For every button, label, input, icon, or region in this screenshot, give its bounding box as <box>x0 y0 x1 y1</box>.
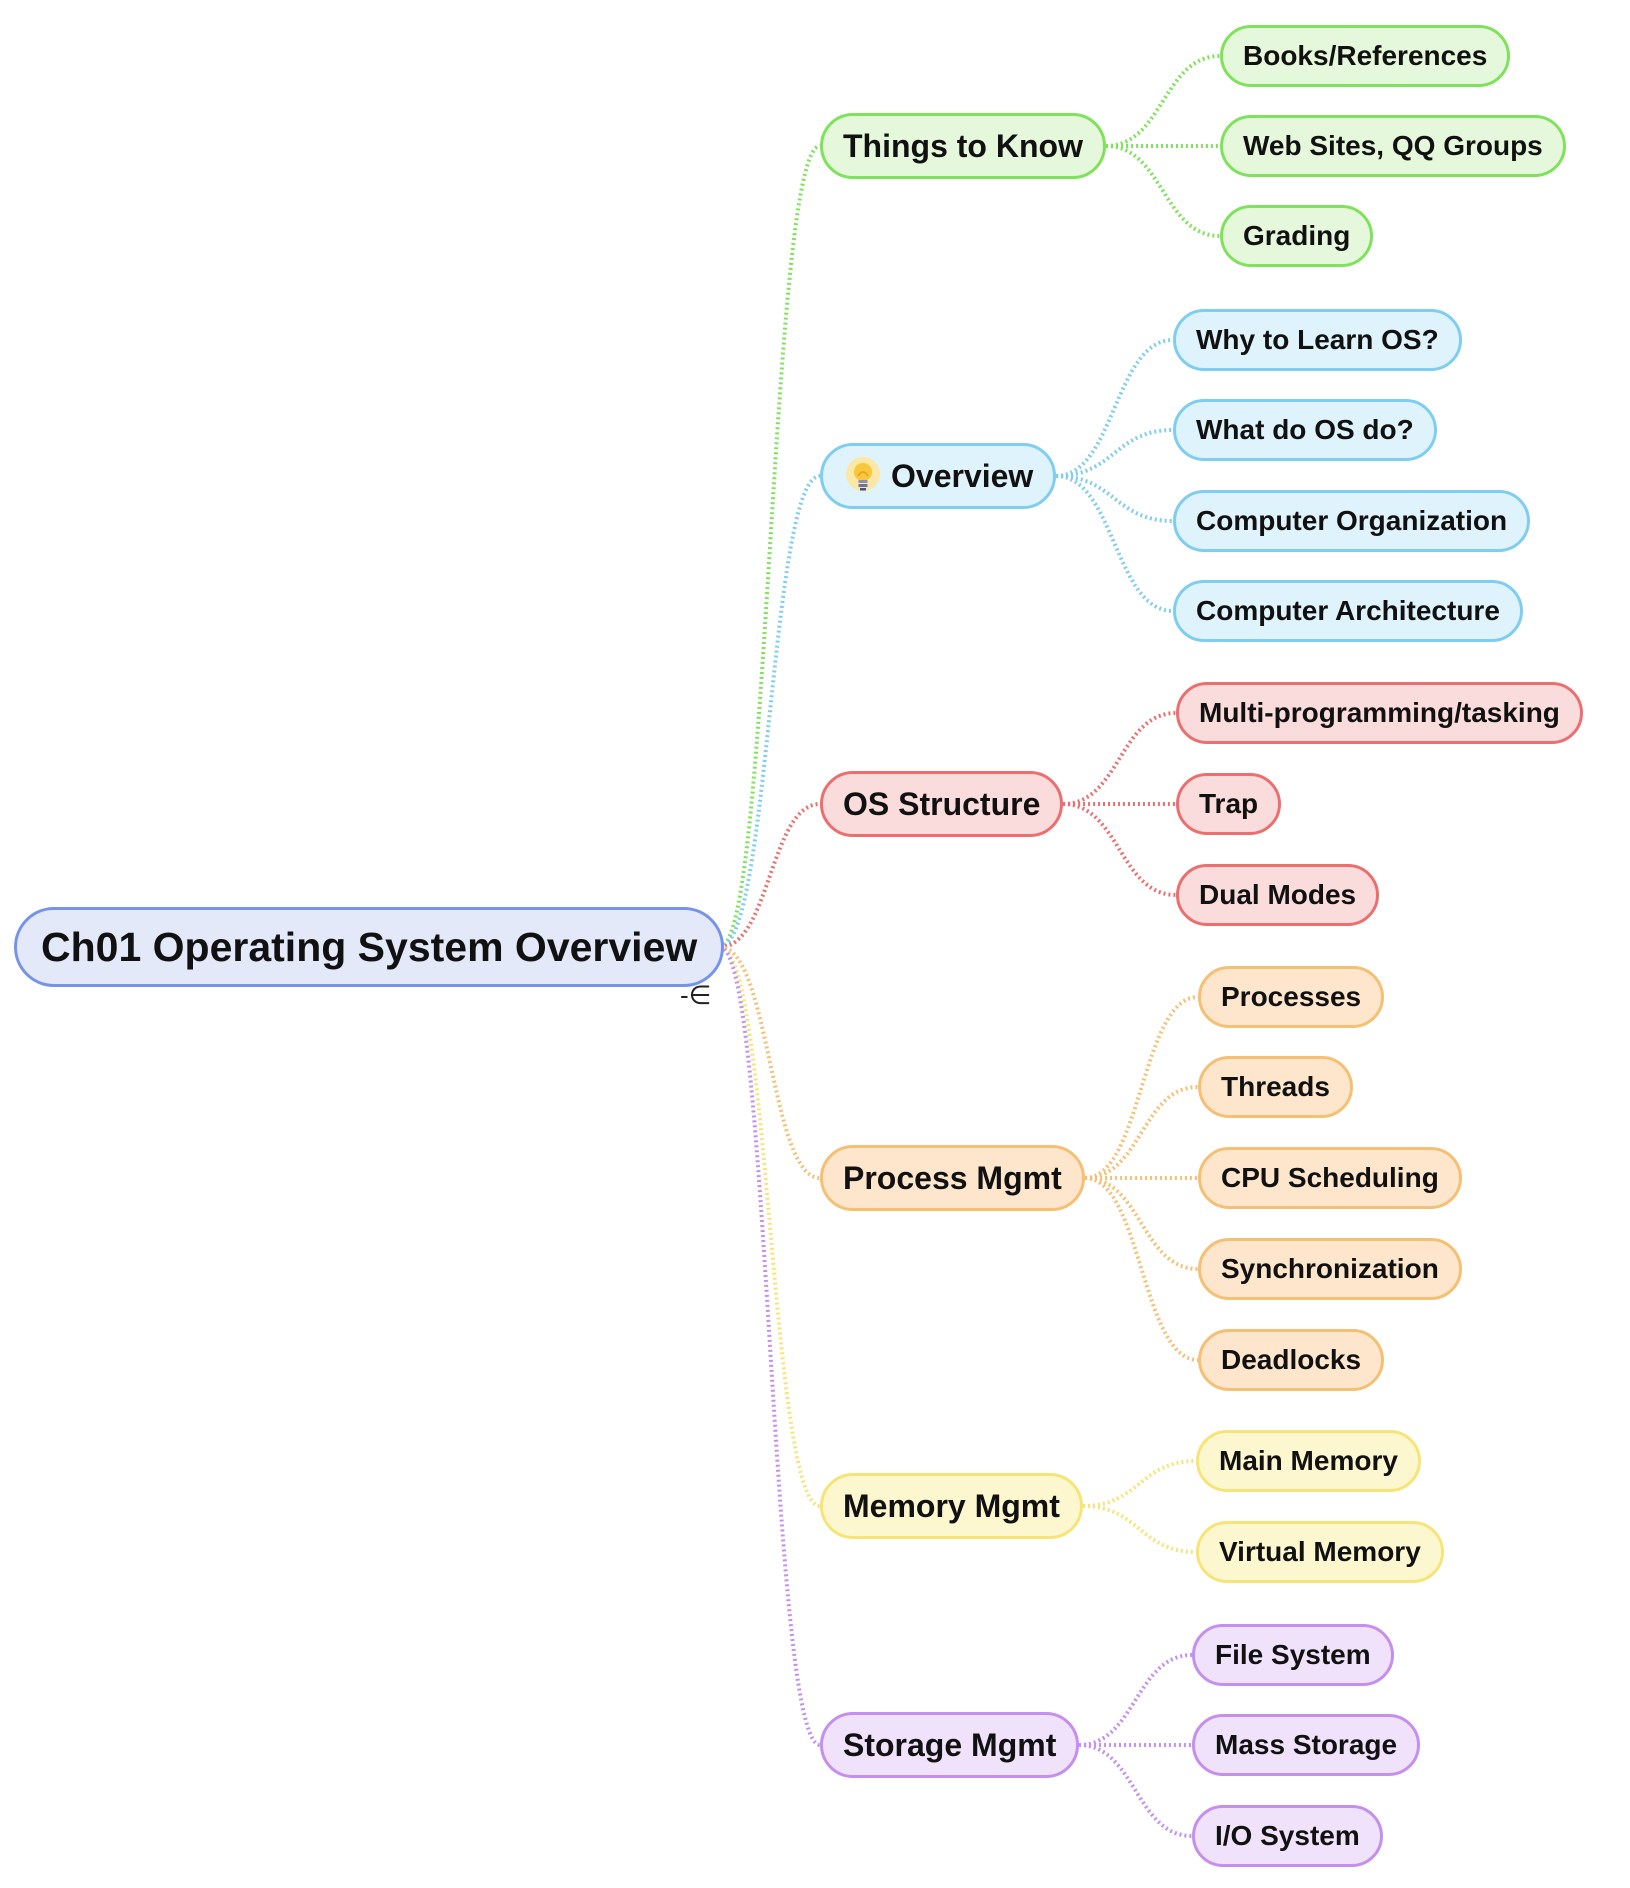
topic-label: I/O System <box>1215 1820 1360 1851</box>
branch-label: OS Structure <box>843 785 1041 822</box>
topic-virtual-memory[interactable]: Virtual Memory <box>1196 1521 1444 1583</box>
topic-label: Synchronization <box>1221 1253 1439 1284</box>
leaf-connector <box>1084 1176 1199 1271</box>
branch-connector <box>719 945 821 1180</box>
leaf-connector <box>1084 1085 1199 1180</box>
topic-synchronization[interactable]: Synchronization <box>1198 1238 1462 1300</box>
topic-books-references[interactable]: Books/References <box>1220 25 1511 87</box>
topic-computer-organization[interactable]: Computer Organization <box>1173 490 1531 552</box>
branch-label: Overview <box>891 457 1034 494</box>
topic-io-system[interactable]: I/O System <box>1192 1805 1383 1867</box>
leaf-connector <box>1055 428 1174 478</box>
topic-trap[interactable]: Trap <box>1176 773 1282 835</box>
branch-things-to-know[interactable]: Things to Know <box>820 113 1106 179</box>
branch-label: Storage Mgmt <box>843 1726 1057 1763</box>
branch-os-structure[interactable]: OS Structure <box>820 771 1064 837</box>
topic-label: Trap <box>1199 788 1259 819</box>
leaf-connector <box>1078 1743 1193 1838</box>
branch-connector <box>719 802 821 949</box>
collapse-toggle-icon[interactable]: -∈ <box>680 980 712 1010</box>
branch-overview[interactable]: Overview <box>820 443 1057 509</box>
leaf-connector <box>1084 1176 1199 1362</box>
topic-threads[interactable]: Threads <box>1198 1056 1353 1118</box>
topic-mass-storage[interactable]: Mass Storage <box>1192 1714 1421 1776</box>
leaf-connector <box>1084 995 1199 1180</box>
topic-label: Main Memory <box>1219 1445 1398 1476</box>
topic-multi-programming-tasking[interactable]: Multi-programming/tasking <box>1176 682 1583 744</box>
topic-cpu-scheduling[interactable]: CPU Scheduling <box>1198 1147 1462 1209</box>
branch-storage-mgmt[interactable]: Storage Mgmt <box>820 1712 1080 1778</box>
leaf-connector <box>1078 1653 1193 1747</box>
root-topic[interactable]: Ch01 Operating System Overview <box>14 907 725 987</box>
topic-label: Web Sites, QQ Groups <box>1243 130 1543 161</box>
branch-connector <box>719 945 821 1508</box>
topic-processes[interactable]: Processes <box>1198 966 1385 1028</box>
root-topic-label: Ch01 Operating System Overview <box>41 923 698 970</box>
topic-label: Multi-programming/tasking <box>1199 697 1560 728</box>
leaf-connector <box>1082 1504 1197 1554</box>
topic-file-system[interactable]: File System <box>1192 1624 1394 1686</box>
topic-label: Grading <box>1243 220 1351 251</box>
topic-web-sites-qq-groups[interactable]: Web Sites, QQ Groups <box>1220 115 1566 177</box>
topic-what-do-os-do[interactable]: What do OS do? <box>1173 399 1437 461</box>
topic-main-memory[interactable]: Main Memory <box>1196 1430 1421 1492</box>
topic-label: Processes <box>1221 981 1362 1012</box>
topic-label: Computer Organization <box>1196 505 1508 536</box>
topic-why-to-learn-os[interactable]: Why to Learn OS? <box>1173 309 1462 371</box>
branch-connector <box>719 144 821 949</box>
branch-process-mgmt[interactable]: Process Mgmt <box>820 1145 1085 1211</box>
topic-grading[interactable]: Grading <box>1220 205 1374 267</box>
leaf-connector <box>1055 338 1174 478</box>
branch-memory-mgmt[interactable]: Memory Mgmt <box>820 1473 1083 1539</box>
topic-label: CPU Scheduling <box>1221 1162 1439 1193</box>
branch-label: Process Mgmt <box>843 1159 1062 1196</box>
topic-label: Virtual Memory <box>1219 1536 1421 1567</box>
topic-computer-architecture[interactable]: Computer Architecture <box>1173 580 1523 642</box>
topic-label: Books/References <box>1243 40 1488 71</box>
branch-label: Memory Mgmt <box>843 1487 1060 1524</box>
branch-connector <box>719 474 821 949</box>
topic-label: Computer Architecture <box>1196 595 1500 626</box>
leaf-connector <box>1055 474 1174 523</box>
topic-label: Why to Learn OS? <box>1196 324 1439 355</box>
leaf-connector <box>1062 802 1177 897</box>
branch-label: Things to Know <box>843 127 1083 164</box>
lightbulb-icon <box>843 456 883 496</box>
topic-label: File System <box>1215 1639 1371 1670</box>
topic-label: Dual Modes <box>1199 879 1357 910</box>
topic-dual-modes[interactable]: Dual Modes <box>1176 864 1380 926</box>
topic-label: Deadlocks <box>1221 1344 1362 1375</box>
leaf-connector <box>1062 711 1177 806</box>
topic-label: What do OS do? <box>1196 414 1414 445</box>
leaf-connector <box>1105 144 1221 238</box>
leaf-connector <box>1055 474 1174 613</box>
topic-label: Mass Storage <box>1215 1729 1398 1760</box>
branch-connector <box>719 945 821 1747</box>
leaf-connector <box>1105 54 1221 148</box>
leaf-connector <box>1082 1459 1197 1508</box>
topic-deadlocks[interactable]: Deadlocks <box>1198 1329 1385 1391</box>
topic-label: Threads <box>1221 1071 1330 1102</box>
